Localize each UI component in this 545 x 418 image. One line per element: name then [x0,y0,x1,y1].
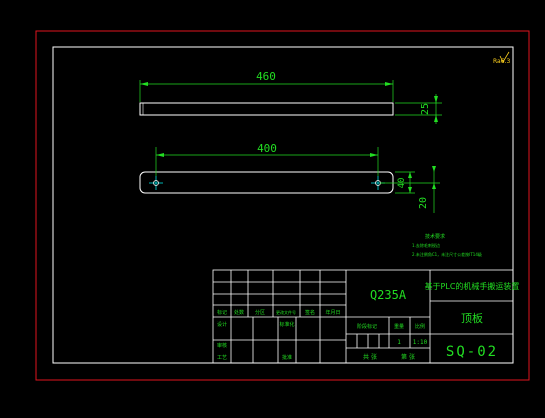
drawing-number-text: SQ-02 [446,344,498,360]
rev-change-doc-label: 更改文件号 [276,309,296,315]
plate-side-outline [139,102,394,116]
sheet-total-text: 共 张 [363,353,377,361]
notes-heading: 技术要求 [425,233,445,240]
weight-label: 重量 [394,323,404,330]
scale-value: 1:10 [413,339,428,346]
dim-top-length-text: 460 [256,70,276,83]
notes-line-1: 1.去除毛刺锐边 [412,242,440,248]
dim-top-length: 460 [139,70,394,102]
roughness-check-icon [499,51,510,63]
roughness-label: Ra6.3 [493,58,510,65]
title-block-text: Q235A 基于PLC的机械手搬运装置 顶板 SQ-02 阶段标记 重量 比例 … [217,281,519,361]
rev-count-label: 处数 [234,309,244,316]
approve-label: 批准 [282,354,292,361]
roughness-symbol: Ra6.3 [493,51,510,65]
standard-label: 标准化 [279,321,294,328]
hole-left [149,176,163,190]
scale-label: 比例 [415,323,425,330]
design-label: 设计 [217,321,227,328]
dim-top-thickness: 25 [395,94,442,124]
mark-label: 阶段标记 [357,323,377,330]
notes-line-2: 2.未注倒角C1，未注尺寸公差按IT14级 [412,251,482,257]
part-name-text: 顶板 [461,311,483,325]
rev-sign-label: 签名 [305,309,315,316]
bottom-view: 400 40 20 [139,142,440,213]
dim-bottom-offset-text: 20 [418,197,429,209]
dim-bottom-offset: 20 [380,166,440,213]
sheet-border [35,30,530,381]
rev-zone-label: 分区 [255,309,265,316]
sheet-number-text: 第 张 [401,353,415,361]
technical-notes: 技术要求 1.去除毛刺锐边 2.未注倒角C1，未注尺寸公差按IT14级 [412,233,482,257]
process-label: 工艺 [217,355,227,361]
rev-mark-label: 标记 [217,309,227,316]
check-label: 审核 [217,342,227,349]
project-title-text: 基于PLC的机械手搬运装置 [425,281,520,291]
dim-top-thickness-text: 25 [420,103,431,115]
quantity-value: 1 [397,339,401,346]
dim-hole-spacing-text: 400 [257,142,277,155]
dim-hole-spacing: 400 [155,142,379,176]
title-block [212,269,514,364]
rev-date-label: 年月日 [325,309,340,316]
top-view: 460 25 [139,70,442,124]
plate-front-outline [139,171,394,194]
material-text: Q235A [370,288,407,302]
